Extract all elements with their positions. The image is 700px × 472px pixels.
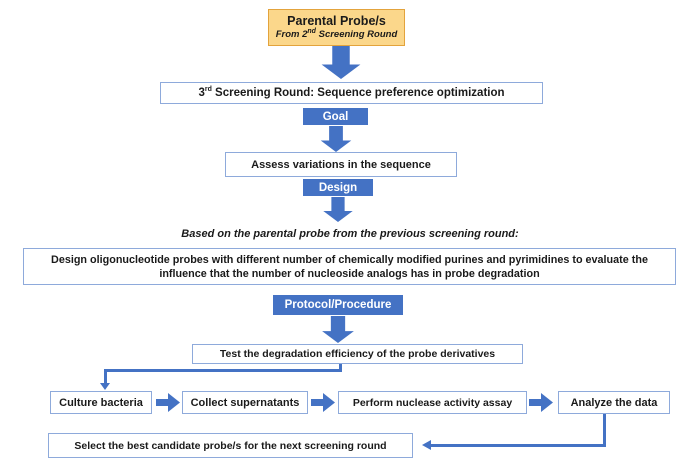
connector-analyze-to-select (603, 414, 606, 446)
connector-test-to-culture (104, 369, 342, 372)
down-arrowhead-icon (100, 383, 110, 390)
connector-test-to-culture (339, 364, 342, 371)
badge-goal: Goal (303, 108, 368, 125)
third-screening-round-label: 3rd Screening Round: Sequence preference… (198, 86, 505, 99)
parental-probe-subtitle: From 2nd Screening Round (275, 28, 398, 41)
node-perform-nuclease-assay: Perform nuclease activity assay (338, 391, 527, 414)
connector-analyze-to-select (431, 444, 606, 447)
left-arrowhead-icon (422, 440, 431, 450)
node-third-screening-round: 3rd Screening Round: Sequence preference… (160, 82, 543, 104)
down-arrow-icon (318, 316, 358, 343)
node-culture-bacteria: Culture bacteria (50, 391, 152, 414)
down-arrow-icon (316, 126, 356, 152)
based-on-note: Based on the parental probe from the pre… (181, 228, 519, 240)
parental-probe-title: Parental Probe/s (287, 13, 386, 28)
down-arrow-icon (318, 197, 358, 222)
design-probes-line2: influence that the number of nucleoside … (159, 267, 540, 280)
node-design-oligonucleotide-probes: Design oligonucleotide probes with diffe… (23, 248, 676, 285)
right-arrow-icon (311, 392, 335, 413)
design-probes-line1: Design oligonucleotide probes with diffe… (51, 253, 648, 266)
badge-protocol-procedure: Protocol/Procedure (273, 295, 403, 315)
node-parental-probe: Parental Probe/s From 2nd Screening Roun… (268, 9, 405, 46)
connector-test-to-culture (104, 369, 107, 383)
down-arrow-icon (319, 46, 363, 79)
right-arrow-icon (156, 392, 180, 413)
node-select-best-candidate: Select the best candidate probe/s for th… (48, 433, 413, 458)
right-arrow-icon (529, 392, 553, 413)
badge-design: Design (303, 179, 373, 196)
node-collect-supernatants: Collect supernatants (182, 391, 308, 414)
node-test-degradation: Test the degradation efficiency of the p… (192, 344, 523, 364)
node-assess-variations: Assess variations in the sequence (225, 152, 457, 177)
node-analyze-data: Analyze the data (558, 391, 670, 414)
